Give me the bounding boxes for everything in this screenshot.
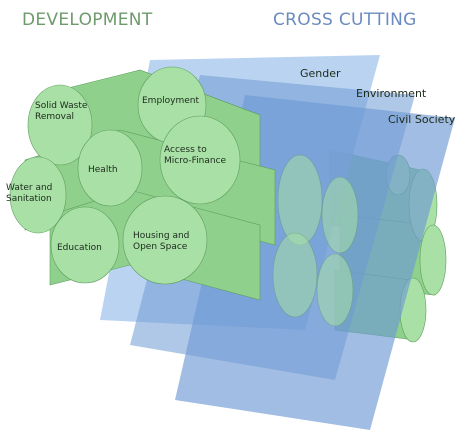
micro-finance-cap [159,115,241,205]
right-pillar-cap-2 [419,224,447,296]
plane-labels: Gender Environment Civil Society [300,67,456,126]
housing-line-1: Housing and [133,231,189,241]
micro-finance-line-2: Micro-Finance [164,156,227,166]
housing-label: Housing and Open Space [133,231,192,252]
development-heading: DEVELOPMENT [22,10,153,30]
cross-cutting-heading: CROSS CUTTING [273,10,417,30]
pillar-labels: Solid Waste Removal Employment Health Ac… [6,96,227,253]
micro-finance-label: Access to Micro-Finance [164,145,227,166]
education-label: Education [57,243,102,253]
water-label: Water and Sanitation [6,183,55,204]
water-line-2: Sanitation [6,194,52,204]
education-cap [50,206,120,284]
civil-society-label: Civil Society [388,113,456,126]
water-cap [9,156,67,234]
pillar-pass-throughs [272,154,359,327]
development-pillars [9,66,276,301]
environment-label: Environment [356,87,427,100]
pass-through-1 [277,154,323,246]
micro-finance-line-1: Access to [164,145,207,155]
solid-waste-line-2: Removal [35,112,74,122]
pass-through-4 [316,253,354,327]
employment-label: Employment [142,96,200,106]
housing-cap [122,195,208,285]
solid-waste-cap [27,84,93,166]
pass-through-3 [321,176,359,254]
health-label: Health [88,165,118,175]
health-cap [77,129,143,207]
pass-through-2 [272,232,318,318]
housing-line-2: Open Space [133,242,188,252]
solid-waste-label: Solid Waste Removal [35,101,90,122]
solid-waste-line-1: Solid Waste [35,101,88,111]
water-line-1: Water and [6,183,52,193]
gender-label: Gender [300,67,341,80]
